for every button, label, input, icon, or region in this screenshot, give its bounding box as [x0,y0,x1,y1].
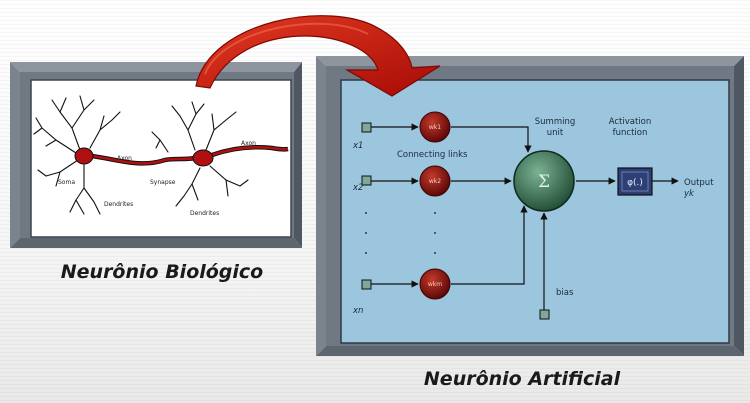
input-label-2: x2 [352,183,363,193]
bio-label-axon-2: Axon [241,140,256,147]
weight-node-m [419,268,451,300]
output-label: Output [684,178,714,188]
bio-label-axon-1: Axon [117,155,132,162]
activation-box-inner [621,171,649,192]
caption-artificial: Neurônio Artificial [424,368,621,390]
ellipsis-dots [365,212,436,254]
biological-frame [10,62,302,248]
input-node-1 [361,122,372,133]
summing-unit-label-2: unit [547,128,564,138]
bias-label: bias [556,288,574,298]
input-links [371,123,419,288]
activation-box [617,167,653,196]
weight-node-2 [419,165,451,197]
activation-label-2: function [613,128,648,138]
weight-nodes [419,111,451,300]
weight-label-m: wkm [428,281,442,288]
activation-label-1: Activation [609,117,652,127]
bio-label-synapse: Synapse [150,179,176,186]
transition-arrow [195,15,441,97]
weight-label-2: wk2 [429,178,441,185]
artificial-frame [316,56,744,356]
bio-label-dendrites-2: Dendrites [190,210,219,217]
sum-symbol: Σ [538,172,550,192]
weight-links [451,126,679,310]
input-label-n: xn [352,306,363,316]
input-label-1: x1 [352,141,363,151]
biological-neuron-drawing [33,95,249,215]
weight-node-1 [419,111,451,143]
activation-symbol: φ(.) [627,178,643,188]
connecting-links-label: Connecting links [397,150,468,160]
bio-label-soma: Soma [58,179,75,186]
caption-biological: Neurônio Biológico [61,261,264,283]
soma-1 [74,147,94,165]
summing-unit-label-1: Summing [535,117,576,127]
axon-2-core [211,145,289,157]
axon-1-core [91,154,196,165]
soma-2 [192,149,214,167]
input-node-n [361,279,372,290]
weight-label-1: wk1 [429,124,441,131]
output-symbol: yk [683,189,695,199]
bio-label-dendrites-1: Dendrites [104,201,133,208]
summing-node [513,150,575,212]
bias-node [539,309,550,320]
